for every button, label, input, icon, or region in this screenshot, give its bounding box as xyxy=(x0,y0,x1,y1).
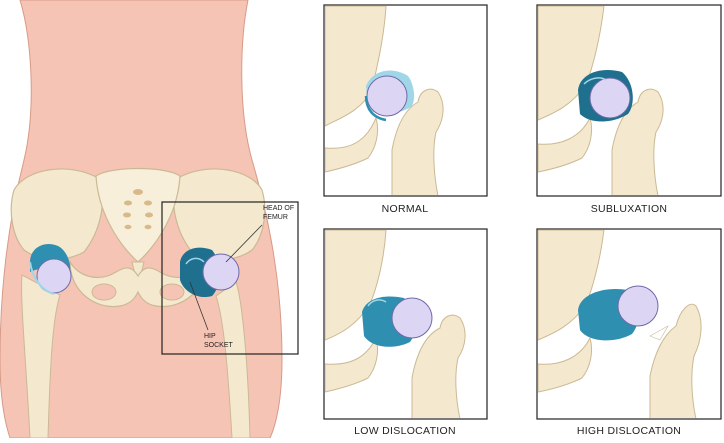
pelvis-illustration xyxy=(0,0,282,438)
caption-low-dislocation: LOW DISLOCATION xyxy=(312,425,498,437)
caption-normal: NORMAL xyxy=(312,203,498,215)
right-iliac-wing xyxy=(174,169,265,259)
caption-subluxation: SUBLUXATION xyxy=(536,203,722,215)
head-of-femur-label: HEAD OF FEMUR xyxy=(263,205,296,221)
caption-high-dislocation: HIGH DISLOCATION xyxy=(536,425,722,437)
